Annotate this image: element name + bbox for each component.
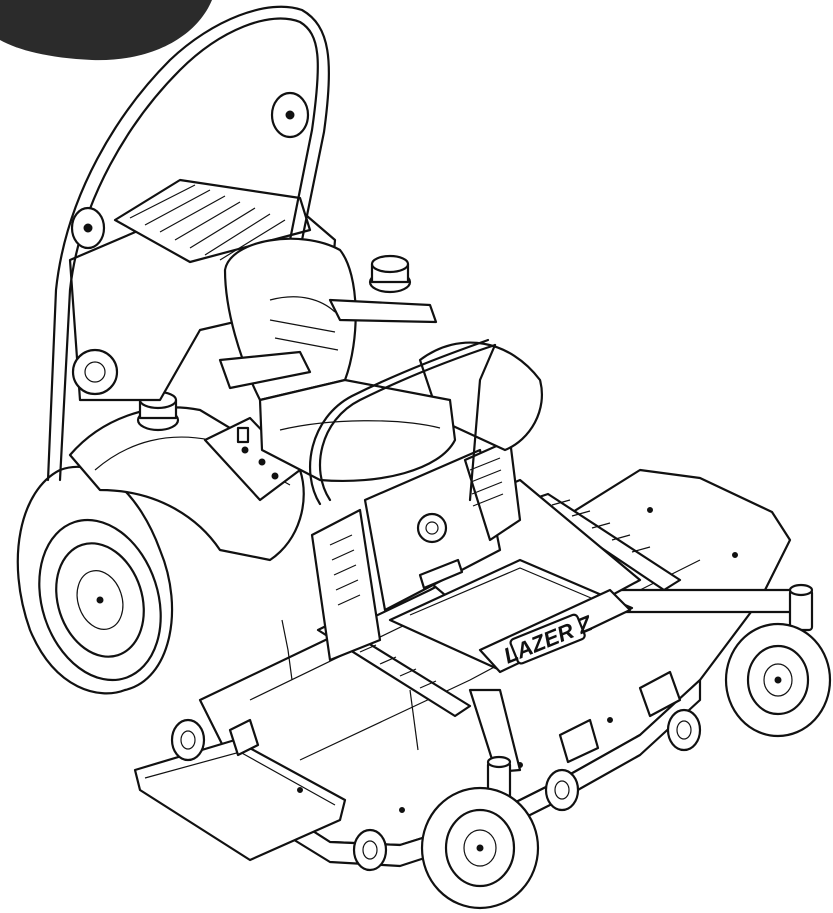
corner-tab: [0, 0, 212, 61]
chassis: LAZER Z: [310, 438, 642, 674]
front-right-caster: [724, 583, 832, 738]
operator-seat: [218, 237, 497, 506]
left-fuel-tank: [68, 390, 305, 562]
rear-left-tire: [16, 465, 174, 695]
rollover-protection-bar: [46, 5, 331, 482]
anti-scalp-rollers: [170, 708, 702, 872]
deck-lift-linkage: [281, 492, 802, 774]
front-left-caster: [420, 755, 540, 910]
